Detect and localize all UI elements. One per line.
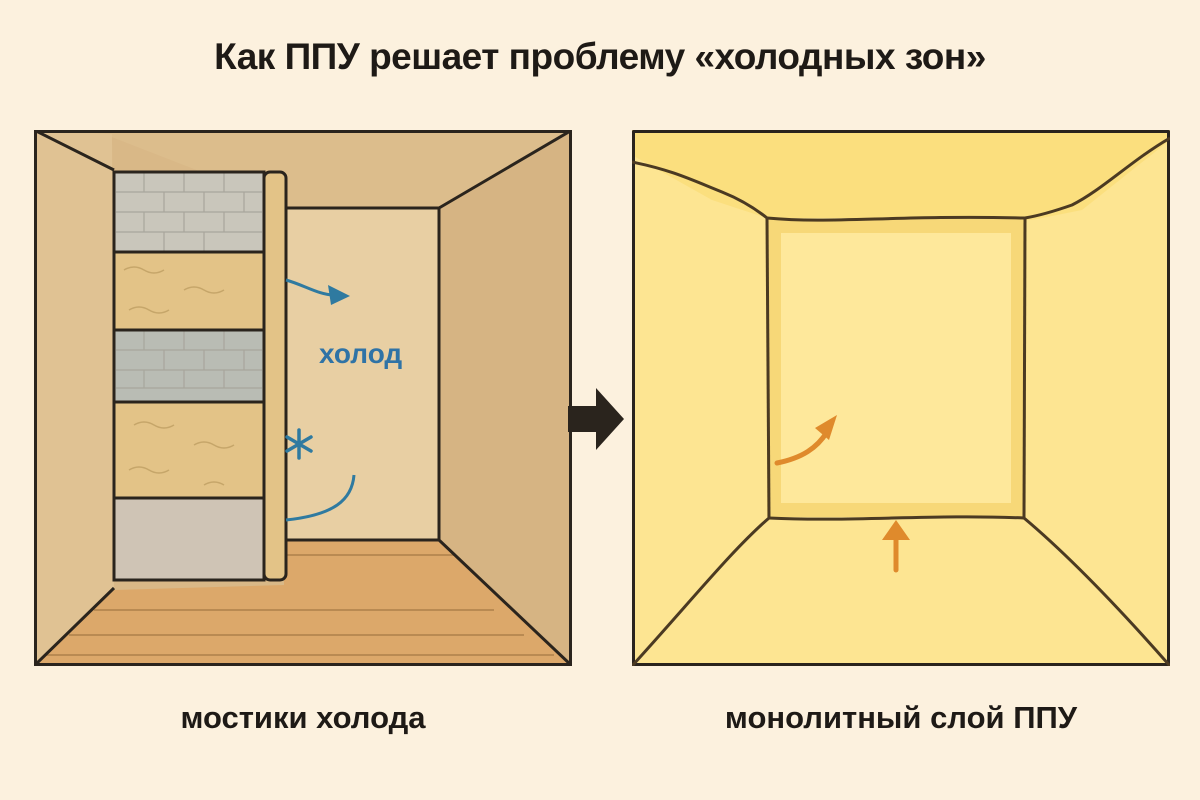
right-caption: монолитный слой ППУ bbox=[724, 700, 1078, 735]
right-arrow-icon bbox=[568, 384, 628, 454]
page-title: Как ППУ решает проблему «холодных зон» bbox=[214, 36, 986, 77]
cold-arrow-icon bbox=[285, 278, 350, 305]
snowflake-icon bbox=[285, 428, 313, 460]
left-room-panel: холод bbox=[34, 130, 572, 666]
wall-layers bbox=[112, 170, 288, 582]
up-arrow-icon bbox=[882, 520, 910, 573]
cold-curve-icon bbox=[285, 474, 356, 522]
cold-label: холод bbox=[319, 338, 403, 369]
left-caption: мостики холода bbox=[180, 700, 426, 735]
right-room-panel bbox=[632, 130, 1170, 666]
warm-arrow-icon bbox=[774, 415, 837, 466]
